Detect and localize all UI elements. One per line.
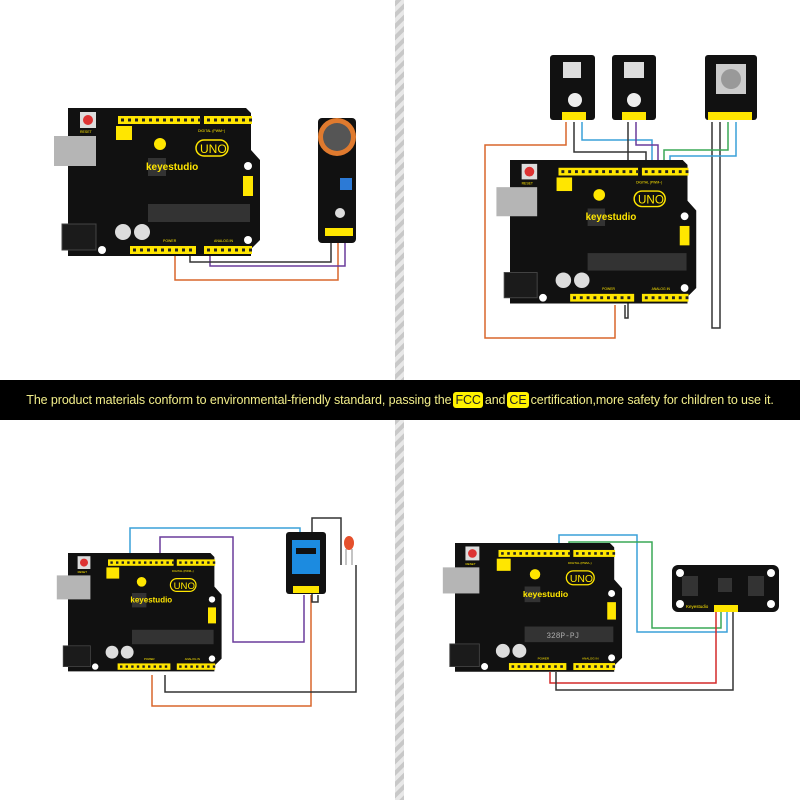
icsp-header <box>208 607 216 624</box>
usb-port <box>496 187 538 217</box>
rotary-module <box>705 55 757 120</box>
digital-header <box>498 549 570 557</box>
reset-label: RESET <box>78 570 88 574</box>
usb-port <box>442 567 480 594</box>
ce-badge: CE <box>507 392 529 408</box>
reset-label: RESET <box>522 181 533 185</box>
power-label: POWER <box>538 657 550 661</box>
power-jack <box>449 643 480 667</box>
ladybug-logo-icon <box>154 138 166 150</box>
microcontroller-chip <box>148 204 250 222</box>
power-label: POWER <box>144 657 155 661</box>
button-module-1 <box>550 55 595 120</box>
certification-banner: The product materials conform to environ… <box>0 380 800 420</box>
led-icon <box>344 536 354 565</box>
fcc-badge: FCC <box>453 392 483 408</box>
icsp-header <box>243 176 253 196</box>
power-jack <box>503 272 538 299</box>
analog-label: ANALOG IN <box>652 287 671 291</box>
module-brand-label: Keyestudio <box>686 604 709 609</box>
icsp-header <box>607 602 616 620</box>
banner-text-mid: and <box>484 393 506 407</box>
power-jack <box>61 223 97 251</box>
ladybug-logo-icon <box>529 569 541 580</box>
ladybug-logo-icon <box>136 577 147 587</box>
analog-label: ANALOG IN <box>582 657 599 661</box>
microcontroller-chip <box>132 629 214 645</box>
microcontroller-chip <box>587 253 687 271</box>
brand-label: keyestudio <box>523 589 568 599</box>
rtc-module: Keyestudio <box>672 565 779 612</box>
usb-port <box>56 575 91 600</box>
wires-top-left <box>174 240 346 281</box>
power-label: POWER <box>602 287 615 291</box>
digital-label: DIGITAL (PWM~) <box>636 180 662 184</box>
icsp-header <box>679 225 690 246</box>
banner-text-before: The product materials conform to environ… <box>26 393 452 407</box>
digital-label: DIGITAL (PWM~) <box>198 129 225 133</box>
brand-label: keyestudio <box>130 596 172 605</box>
bottom-header <box>641 293 689 302</box>
model-label: UNO <box>174 581 195 592</box>
power-jack <box>62 645 91 668</box>
model-label: UNO <box>638 194 664 207</box>
model-label: UNO <box>570 574 593 585</box>
power-label: POWER <box>163 239 177 243</box>
relay-module <box>286 532 326 594</box>
ladybug-logo-icon <box>593 189 606 201</box>
digital-label: DIGITAL (PWM~) <box>568 561 592 565</box>
brand-label: keyestudio <box>586 212 637 223</box>
analog-label: ANALOG IN <box>185 657 200 661</box>
usb-port <box>54 136 96 166</box>
button-module-2 <box>612 55 656 120</box>
microcontroller-chip <box>524 626 614 643</box>
digital-label: DIGITAL (PWM~) <box>172 569 194 573</box>
wires-bottom-left <box>129 517 357 707</box>
potentiometer-icon <box>340 178 352 190</box>
reset-label: RESET <box>465 562 475 566</box>
wire-black <box>189 240 332 263</box>
wire-purple <box>209 240 346 267</box>
digital-header <box>641 167 689 176</box>
reset-label: RESET <box>80 130 93 134</box>
wire-orange <box>174 240 339 281</box>
brand-label: keyestudio <box>146 162 198 173</box>
analog-label: ANALOG IN <box>214 239 234 243</box>
chip-label: 328P-PJ <box>546 632 579 641</box>
gas-sensor-module <box>318 118 356 243</box>
model-label: UNO <box>200 142 227 156</box>
digital-header <box>558 167 639 176</box>
banner-text-after: certification,more safety for children t… <box>530 393 774 407</box>
